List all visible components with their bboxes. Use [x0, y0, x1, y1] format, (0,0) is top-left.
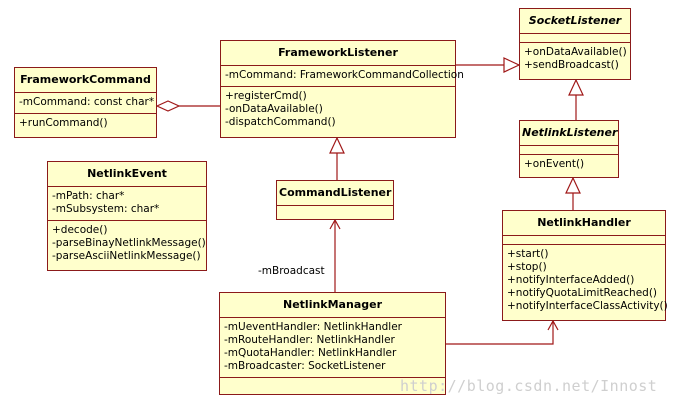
- aggregation-diamond: [155, 100, 181, 112]
- class-name: NetlinkEvent: [48, 162, 206, 187]
- class-netlink-listener: NetlinkListener +onEvent(): [519, 120, 619, 178]
- attributes-section: -mPath: char* -mSubsystem: char*: [48, 187, 206, 221]
- attribute: -mQuotaHandler: NetlinkHandler: [224, 347, 397, 359]
- class-name: NetlinkManager: [220, 293, 445, 318]
- class-netlink-manager: NetlinkManager -mUeventHandler: NetlinkH…: [219, 292, 446, 395]
- class-name: FrameworkCommand: [15, 68, 156, 93]
- class-name: FrameworkListener: [221, 41, 455, 66]
- class-netlink-event: NetlinkEvent -mPath: char* -mSubsystem: …: [47, 161, 207, 271]
- attribute: -mCommand: FrameworkCommandCollection: [225, 69, 464, 81]
- operation: +runCommand(): [19, 117, 108, 129]
- attributes-section: -mCommand: const char*: [15, 93, 156, 114]
- attribute: -mUeventHandler: NetlinkHandler: [224, 321, 402, 333]
- attribute: -mRouteHandler: NetlinkHandler: [224, 334, 395, 346]
- operation: +onEvent(): [524, 158, 585, 170]
- attribute: -mSubsystem: char*: [52, 203, 160, 215]
- operation: +notifyInterfaceAdded(): [507, 274, 635, 286]
- operation: -parseAsciiNetlinkMessage(): [52, 250, 201, 262]
- class-framework-command: FrameworkCommand -mCommand: const char* …: [14, 67, 157, 138]
- class-name: NetlinkHandler: [503, 211, 665, 236]
- class-command-listener: CommandListener: [276, 180, 394, 220]
- edge-netlink-manager-to-netlink-handler: [446, 319, 559, 345]
- operations-section: +runCommand(): [15, 114, 156, 134]
- attribute: -mCommand: const char*: [19, 96, 155, 108]
- operations-section: +registerCmd() -onDataAvailable() -dispa…: [221, 87, 455, 133]
- attribute: -mPath: char*: [52, 190, 125, 202]
- operation: +decode(): [52, 224, 108, 236]
- operations-section: +start() +stop() +notifyInterfaceAdded()…: [503, 245, 668, 317]
- watermark: http://blog.csdn.net/Innost: [400, 377, 658, 395]
- class-name: SocketListener: [520, 9, 630, 34]
- operation: +start(): [507, 248, 549, 260]
- attributes-section: -mUeventHandler: NetlinkHandler -mRouteH…: [220, 318, 445, 378]
- class-name: CommandListener: [277, 181, 393, 206]
- attributes-section: -mCommand: FrameworkCommandCollection: [221, 66, 464, 87]
- operation: +notifyQuotaLimitReached(): [507, 287, 658, 299]
- attributes-section: [520, 34, 630, 43]
- attribute: -mBroadcaster: SocketListener: [224, 360, 386, 372]
- operation: -onDataAvailable(): [225, 103, 323, 115]
- operation: -dispatchCommand(): [225, 116, 336, 128]
- class-netlink-handler: NetlinkHandler +start() +stop() +notifyI…: [502, 210, 668, 321]
- attributes-section: [503, 236, 665, 245]
- class-socket-listener: SocketListener +onDataAvailable() +sendB…: [519, 8, 631, 80]
- operation: +notifyInterfaceClassActivity(): [507, 300, 668, 312]
- role-label-mbroadcast: -mBroadcast: [258, 265, 325, 277]
- class-framework-listener: FrameworkListener -mCommand: FrameworkCo…: [220, 40, 464, 138]
- operation: +sendBroadcast(): [524, 59, 619, 71]
- class-name: NetlinkListener: [520, 121, 618, 146]
- operation: +stop(): [507, 261, 547, 273]
- operation: +onDataAvailable(): [524, 46, 627, 58]
- operations-section: +onEvent(): [520, 155, 618, 175]
- operations-section: +decode() -parseBinayNetlinkMessage() -p…: [48, 221, 206, 267]
- operation: +registerCmd(): [225, 90, 307, 102]
- operations-section: +onDataAvailable() +sendBroadcast(): [520, 43, 630, 76]
- attributes-section: [520, 146, 618, 155]
- operation: -parseBinayNetlinkMessage(): [52, 237, 206, 249]
